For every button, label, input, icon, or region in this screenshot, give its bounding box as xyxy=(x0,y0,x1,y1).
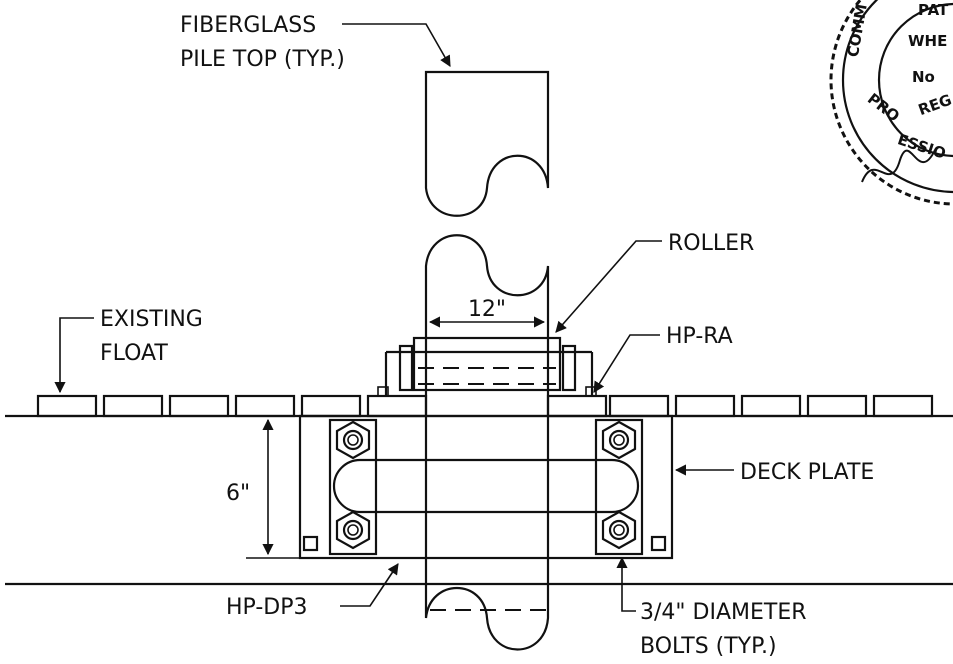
label-hp-ra: HP-RA xyxy=(666,324,733,349)
seal-text-3: No xyxy=(912,68,935,86)
pile-top xyxy=(424,70,550,217)
label-deck-plate: DECK PLATE xyxy=(740,460,874,485)
seal-text-7: REG xyxy=(916,91,953,120)
float-blocks xyxy=(36,394,934,418)
label-existing-line1: EXISTING xyxy=(100,307,203,332)
label-hp-dp3: HP-DP3 xyxy=(226,595,307,620)
roller-assembly xyxy=(384,336,594,396)
seal-text-4: COMM xyxy=(844,3,871,59)
dimension-6-label: 6" xyxy=(226,481,250,506)
seal-text-6: ESSIO xyxy=(895,130,948,162)
seal-text-2: WHE xyxy=(908,32,947,50)
seal-text-5: PRO xyxy=(864,90,903,126)
label-fiberglass-line1: FIBERGLASS xyxy=(180,13,316,38)
leaders xyxy=(54,23,734,612)
deck-plate xyxy=(298,414,674,611)
bolt-bottom-right xyxy=(601,510,637,550)
seal-signature xyxy=(861,149,936,183)
label-bolts-line2: BOLTS (TYP.) xyxy=(640,634,777,659)
label-existing-line2: FLOAT xyxy=(100,341,168,366)
bolt-top-right xyxy=(601,420,637,460)
label-roller: ROLLER xyxy=(668,231,754,256)
hp-ra-bracket xyxy=(366,386,608,418)
dimension-12: 12" xyxy=(428,297,546,328)
bolt-top-left xyxy=(335,420,371,460)
dimension-6: 6" xyxy=(226,418,300,559)
label-fiberglass-line2: PILE TOP (TYP.) xyxy=(180,47,345,72)
label-bolts-line1: 3/4" DIAMETER xyxy=(640,600,807,625)
bolt-bottom-left xyxy=(335,510,371,550)
seal-text-1: PAT xyxy=(918,1,949,19)
professional-seal: PAT WHE No COMM PRO ESSIO REG xyxy=(829,0,953,206)
dimension-12-label: 12" xyxy=(468,297,506,322)
pile-lower xyxy=(424,234,550,651)
